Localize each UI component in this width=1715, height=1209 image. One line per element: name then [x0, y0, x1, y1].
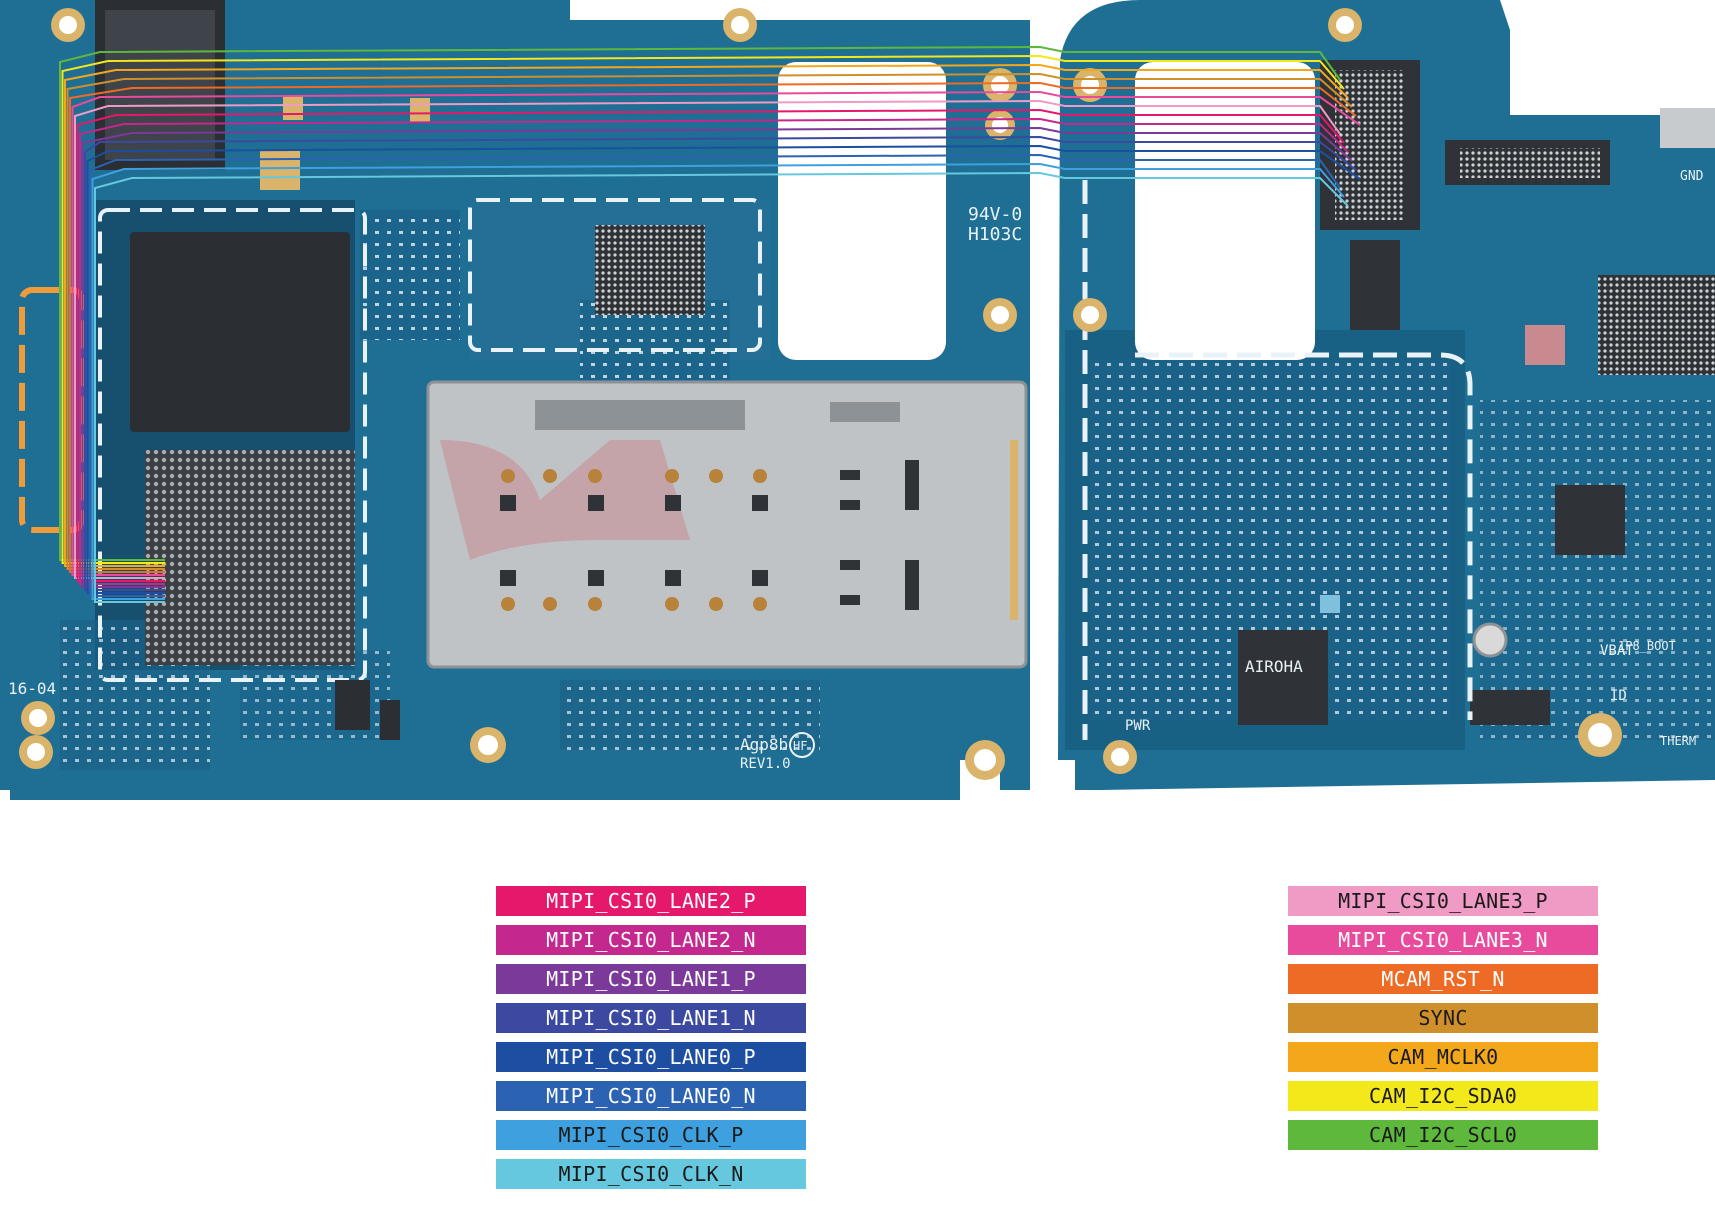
trace-mipi-csi0-lane2-p: [76, 108, 1345, 582]
pmic-chip: [595, 225, 705, 315]
board-cutout: [778, 62, 946, 360]
silk-model: Agp8b: [740, 735, 788, 754]
legend-item-cam-i2c-sda0: CAM_I2C_SDA0: [1288, 1081, 1598, 1111]
trace-mcam-rst-n: [69, 81, 1357, 573]
legend-item-mipi-csi0-lane2-p: MIPI_CSI0_LANE2_P: [496, 886, 806, 916]
trace-mipi-csi0-lane0-n: [89, 153, 1341, 597]
legend-item-cam-mclk0: CAM_MCLK0: [1288, 1042, 1598, 1072]
legend-right: MIPI_CSI0_LANE3_P MIPI_CSI0_LANE3_N MCAM_R…: [1288, 886, 1598, 1159]
signal-trace-overlay: [59, 45, 1361, 603]
trace-mipi-csi0-clk-p: [91, 162, 1345, 600]
legend-item-sync: SYNC: [1288, 1003, 1598, 1033]
legend-item-mipi-csi0-lane2-n: MIPI_CSI0_LANE2_N: [496, 925, 806, 955]
soc-bga: [145, 450, 355, 665]
trace-mipi-csi0-clk-n: [94, 171, 1349, 603]
legend-item-mipi-csi0-lane0-p: MIPI_CSI0_LANE0_P: [496, 1042, 806, 1072]
legend-item-cam-i2c-scl0: CAM_I2C_SCL0: [1288, 1120, 1598, 1150]
trace-cam-mclk0: [64, 63, 1349, 567]
silk-hf: HF: [793, 739, 807, 753]
trace-mipi-csi0-lane0-p: [86, 144, 1361, 594]
silk-airoha: AIROHA: [1245, 657, 1303, 676]
legend-left: MIPI_CSI0_LANE2_P MIPI_CSI0_LANE2_N MIPI_C…: [496, 886, 806, 1198]
silk-vbat: VBAT: [1600, 643, 1634, 659]
legend-item-mipi-csi0-clk-p: MIPI_CSI0_CLK_P: [496, 1120, 806, 1150]
memory-chip: [130, 232, 350, 432]
left-pcb: 94V-0 H103C 16-04 Agp8b REV1.0 HF: [0, 0, 1030, 800]
silk-1p8-boot: 1P8_BOOT: [1618, 639, 1676, 653]
silk-revision: REV1.0: [740, 756, 791, 772]
right-pcb: AIROHA VBAT 1P8_BOOT ID PWR THERM GND: [1058, 0, 1715, 790]
trace-cam-i2c-sda0: [61, 54, 1345, 564]
legend-item-mipi-csi0-clk-n: MIPI_CSI0_CLK_N: [496, 1159, 806, 1189]
trace-mipi-csi0-lane3-p: [74, 99, 1341, 579]
right-bga: [1598, 275, 1715, 375]
legend-item-mcam-rst-n: MCAM_RST_N: [1288, 964, 1598, 994]
silk-pwr: PWR: [1125, 718, 1151, 734]
legend-item-mipi-csi0-lane1-n: MIPI_CSI0_LANE1_N: [496, 1003, 806, 1033]
trace-mipi-csi0-lane2-n: [79, 117, 1349, 585]
trace-mipi-csi0-lane1-n: [84, 135, 1357, 591]
legend-item-mipi-csi0-lane0-n: MIPI_CSI0_LANE0_N: [496, 1081, 806, 1111]
trace-mipi-csi0-lane1-p: [81, 126, 1353, 588]
silk-code: H103C: [968, 224, 1022, 245]
legend-item-mipi-csi0-lane3-p: MIPI_CSI0_LANE3_P: [1288, 886, 1598, 916]
airoha-chip: [1238, 630, 1328, 725]
pcb-board-diagram: 94V-0 H103C 16-04 Agp8b REV1.0 HF AIROHA: [0, 0, 1715, 800]
trace-cam-i2c-scl0: [59, 45, 1341, 561]
legend-item-mipi-csi0-lane1-p: MIPI_CSI0_LANE1_P: [496, 964, 806, 994]
silk-gnd: GND: [1680, 169, 1704, 184]
trace-sync: [66, 72, 1353, 570]
silk-date: 16-04: [8, 679, 56, 698]
silk-rating: 94V-0: [968, 204, 1022, 225]
trace-mipi-csi0-lane3-n: [71, 90, 1361, 576]
legend-item-mipi-csi0-lane3-n: MIPI_CSI0_LANE3_N: [1288, 925, 1598, 955]
board-cutout-right: [1135, 62, 1315, 360]
silk-id: ID: [1610, 688, 1627, 704]
sim-tray: [426, 380, 1028, 669]
silk-therm: THERM: [1660, 734, 1696, 748]
